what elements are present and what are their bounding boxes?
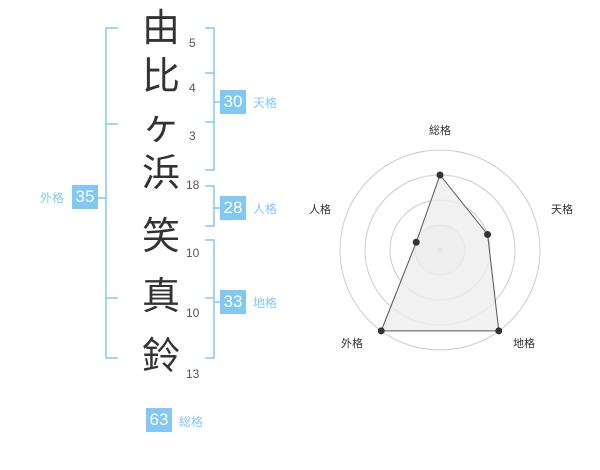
radar-ring (339, 149, 541, 351)
radar-label-bottom-right: 地格 (513, 336, 535, 350)
radar-point-bottom-right (495, 327, 503, 335)
soukaku-label: 総格 (179, 415, 204, 429)
stroke-count-1: 5 (189, 36, 196, 50)
chikaku-badge: 33 (220, 290, 246, 314)
radar-label-left: 人格 (309, 202, 331, 216)
radar-point-right (484, 231, 492, 239)
tenkaku-label: 天格 (253, 96, 278, 110)
radar-chart: 総格 天格 地格 外格 人格 (309, 123, 573, 351)
name-char-2: 比 (141, 54, 180, 98)
stroke-count-2: 4 (189, 81, 196, 95)
radar-point-left (412, 238, 420, 246)
radar-label-right: 天格 (551, 202, 573, 216)
radar-point-top (436, 171, 444, 179)
name-char-7: 鈴 (141, 334, 180, 378)
radar-label-top: 総格 (429, 123, 451, 137)
stroke-count-5: 10 (186, 246, 200, 260)
name-char-5: 笑 (141, 214, 180, 258)
name-char-4: 浜 (141, 151, 180, 195)
jinkaku-badge: 28 (220, 196, 246, 220)
name-char-6: 真 (141, 274, 180, 318)
radar-points (377, 171, 503, 335)
chikaku-label: 地格 (253, 296, 278, 310)
jinkaku-label: 人格 (253, 202, 278, 216)
radar-polygon (380, 173, 500, 332)
soukaku-badge: 63 (146, 408, 172, 432)
radar-point-bottom-left (377, 327, 385, 335)
gaikaku-badge: 35 (72, 185, 98, 209)
name-char-3: ヶ (141, 104, 180, 148)
stroke-count-3: 3 (189, 129, 196, 143)
gaikaku-label: 外格 (40, 191, 65, 205)
stroke-count-4: 18 (186, 178, 200, 192)
stroke-count-6: 10 (186, 306, 200, 320)
radar-label-bottom-left: 外格 (341, 336, 363, 350)
stroke-count-7: 13 (186, 367, 200, 381)
name-char-1: 由 (141, 6, 180, 50)
tenkaku-badge: 30 (220, 90, 246, 114)
